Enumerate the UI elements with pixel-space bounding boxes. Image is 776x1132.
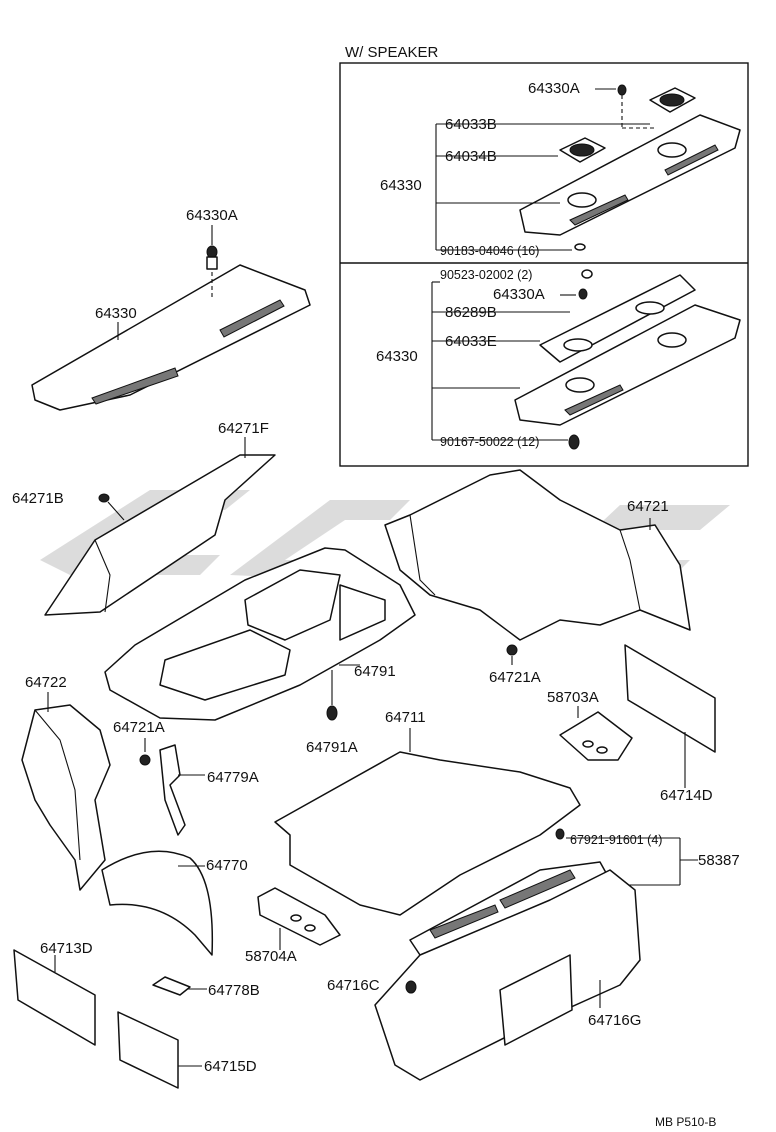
pad-right-shape	[559, 706, 633, 761]
package-tray-shape	[31, 245, 311, 411]
sheet-left-shape	[13, 949, 96, 1046]
bracket-left-label: 64779A	[207, 769, 259, 786]
inset-lower-shelf-label: 64330	[376, 348, 418, 365]
sheet-right-label: 64714D	[660, 787, 713, 804]
package-tray-label: 64330	[95, 305, 137, 322]
trim-panel-shape	[44, 437, 276, 616]
sheet-left-label: 64713D	[40, 940, 93, 957]
pad-left-shape	[257, 887, 341, 950]
speaker-inset-box	[339, 62, 749, 467]
inset-lower-leaders	[431, 269, 593, 450]
speaker-grille-icon	[559, 87, 696, 163]
trunk-lid-lining-shape	[104, 547, 416, 721]
inset-upper-clip-label: 64330A	[528, 80, 580, 97]
inset-upper-shelf	[519, 114, 741, 236]
left-side-trim-shape	[21, 692, 111, 891]
inset-lower-bracket-label: 86289B	[445, 304, 497, 321]
lid-lining-label: 64791	[354, 663, 396, 680]
floor-mat-shape	[274, 728, 581, 916]
side-clip-right-label: 64721A	[489, 669, 541, 686]
bracket-left-shape	[139, 738, 205, 836]
inset-upper-leaders	[435, 84, 655, 251]
trim-clip-label: 64271B	[12, 490, 64, 507]
inset-lower-cover-label: 64033E	[445, 333, 497, 350]
main-leaders	[339, 518, 651, 666]
inset-lower-screw-label: 90167-50022 (12)	[440, 435, 540, 449]
pad-right-label: 58703A	[547, 689, 599, 706]
trim-panel-label: 64271F	[218, 420, 269, 437]
rear-clip-label: 64716C	[327, 977, 380, 994]
package-tray-leaders	[117, 225, 213, 340]
side-clip-left-label: 64721A	[113, 719, 165, 736]
inset-lower-clip-label: 64330A	[493, 286, 545, 303]
right-side-trim-shape	[384, 469, 691, 665]
small-pad-shape	[152, 976, 207, 996]
wheelhouse-cover-label: 64770	[206, 857, 248, 874]
wheelhouse-cover-shape	[101, 850, 214, 956]
footer-code: MB P510-B	[655, 1115, 717, 1129]
lid-clip-label: 64791A	[306, 739, 358, 756]
inset-upper-grille-label: 64034B	[445, 148, 497, 165]
side-trim-left-label: 64722	[25, 674, 67, 691]
pad-left-label: 58704A	[245, 948, 297, 965]
inset-lower-nut-label: 90523-02002 (2)	[440, 268, 533, 282]
scuff-plate-label: 58387	[698, 852, 740, 869]
inset-upper-shelf-label: 64330	[380, 177, 422, 194]
sheet-bottom-left-label: 64715D	[204, 1058, 257, 1075]
inset-lower-shelf	[514, 304, 741, 426]
rear-trim-shape	[374, 869, 641, 1081]
small-pad-label: 64778B	[208, 982, 260, 999]
speaker-frame-icon	[539, 274, 696, 363]
rear-trim-label: 64716G	[588, 1012, 642, 1029]
inset-upper-screw-label: 90183-04046 (16)	[440, 244, 540, 258]
rear-screw-label: 67921-91601 (4)	[570, 833, 663, 847]
sheet-right-shape	[624, 644, 716, 788]
inset-title: W/ SPEAKER	[345, 44, 439, 61]
tray-clip-label: 64330A	[186, 207, 238, 224]
inset-upper-cover-label: 64033B	[445, 116, 497, 133]
sheet-bottom-left-shape	[117, 1011, 202, 1089]
floor-mat-label: 64711	[385, 709, 426, 726]
side-trim-right-label: 64721	[627, 498, 669, 515]
